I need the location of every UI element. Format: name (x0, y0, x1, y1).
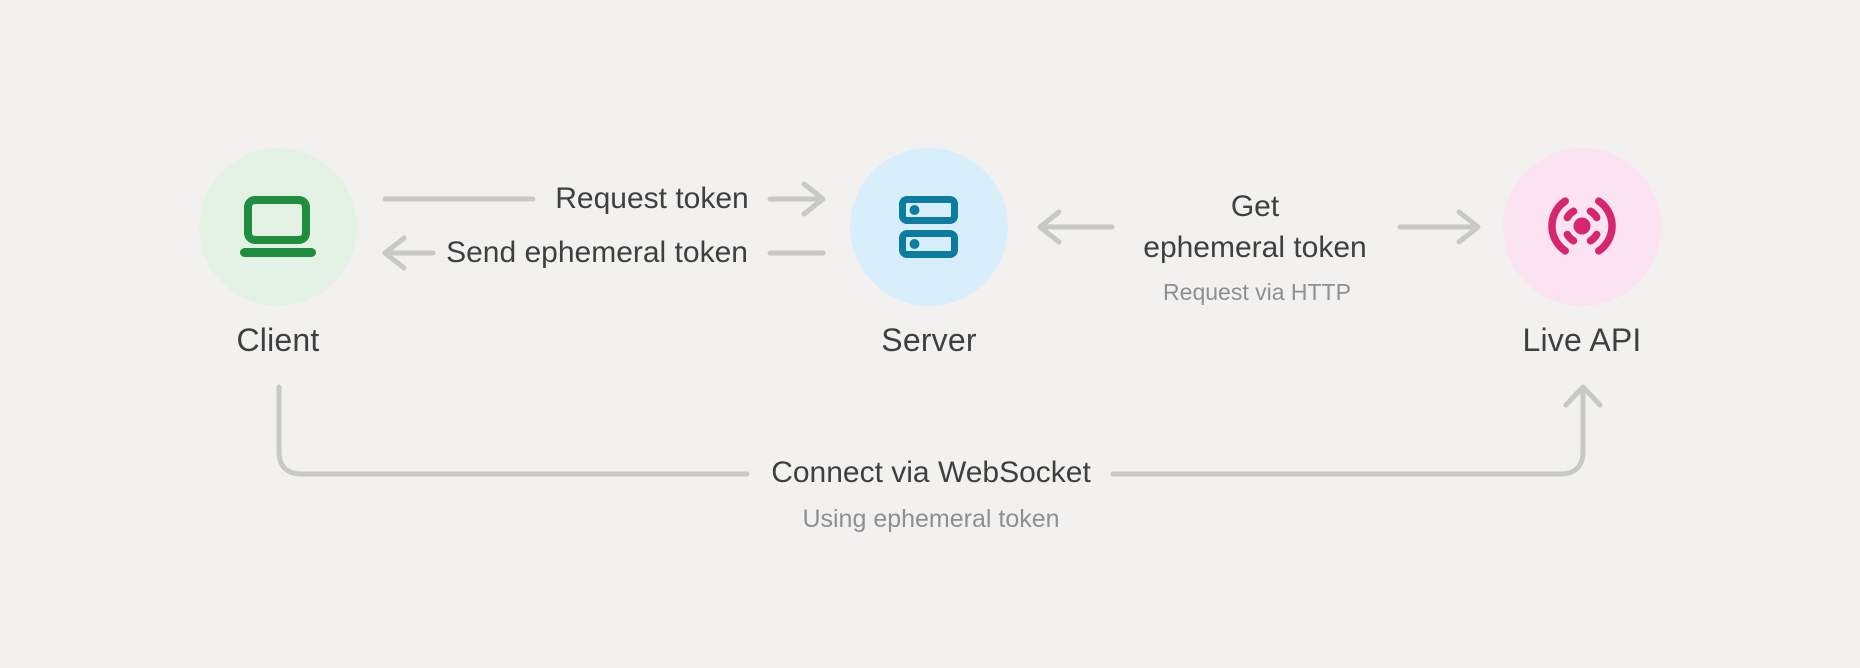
client-circle (199, 148, 357, 306)
live-api-label: Live API (1522, 321, 1642, 358)
send-ephemeral-token-label: Send ephemeral token (446, 236, 748, 269)
client-node (199, 148, 357, 306)
server-label: Server (881, 321, 977, 358)
get-ephemeral-token-label: Get ephemeral token (1143, 190, 1367, 264)
arrowhead-left-icon (1037, 209, 1062, 245)
arrowhead-right-icon (801, 181, 826, 217)
request-token-label: Request token (555, 182, 749, 215)
connect-websocket-label: Connect via WebSocket (771, 456, 1091, 489)
connect-websocket-arrow (276, 384, 1603, 477)
live-api-node (1503, 148, 1661, 306)
server-icon (899, 196, 958, 258)
send-ephemeral-token-arrow (382, 235, 826, 271)
connectors (276, 181, 1603, 477)
request-via-http-sublabel: Request via HTTP (1163, 279, 1351, 306)
client-label: Client (236, 321, 320, 358)
server-circle (850, 148, 1008, 306)
using-ephemeral-token-sublabel: Using ephemeral token (802, 505, 1060, 533)
arrowhead-up-icon (1563, 384, 1603, 408)
laptop-icon (240, 196, 316, 257)
request-token-arrow (382, 181, 826, 217)
arrowhead-left-icon (382, 235, 407, 271)
server-node (850, 148, 1008, 306)
arrowhead-right-icon (1456, 209, 1481, 245)
get-ephemeral-token-arrow (1037, 209, 1481, 245)
broadcast-icon (1548, 197, 1616, 255)
